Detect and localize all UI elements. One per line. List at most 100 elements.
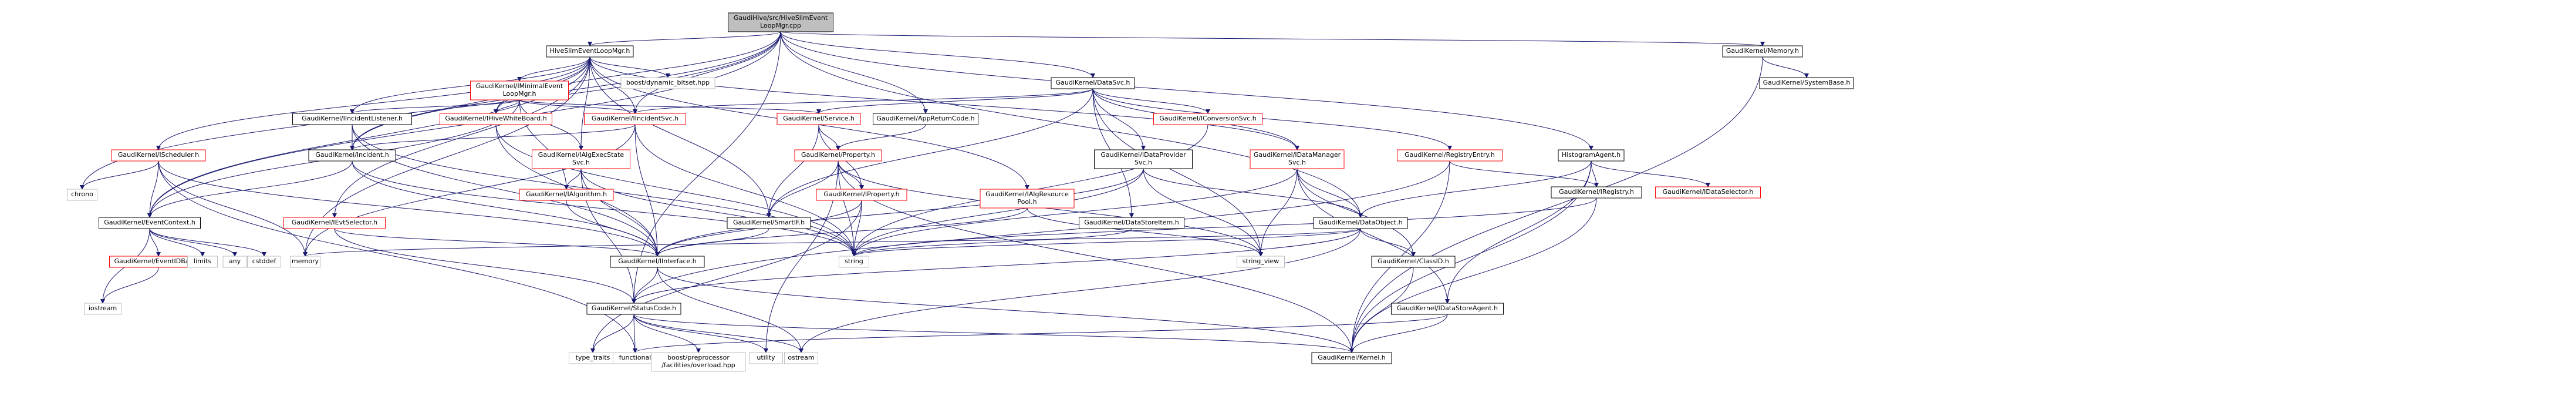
edge-ialgexecstate-to-iinterface bbox=[580, 168, 660, 257]
node-label: GaudiKernel/Property.h bbox=[801, 151, 875, 159]
node-label: GaudiKernel/IDataSelector.h bbox=[1663, 188, 1754, 196]
node-label: string_view bbox=[1243, 257, 1279, 265]
node-dynbitset: boost/dynamic_bitset.hpp bbox=[620, 77, 715, 89]
node-iinterface[interactable]: GaudiKernel/IInterface.h bbox=[610, 256, 705, 268]
node-label: type_traits bbox=[576, 354, 610, 361]
node-statuscode[interactable]: GaudiKernel/StatusCode.h bbox=[586, 303, 681, 315]
node-label: GaudiKernel/EventIDBase.h bbox=[114, 257, 202, 265]
node-cstddef: cstddef bbox=[247, 256, 281, 268]
edge-minimalevent-to-iincidentlistener bbox=[350, 99, 520, 114]
node-ischeduler[interactable]: GaudiKernel/IScheduler.h bbox=[111, 149, 206, 162]
node-box bbox=[1722, 45, 1803, 58]
node-box bbox=[1655, 186, 1761, 199]
edge-memory_h-to-kernel bbox=[1349, 56, 1763, 353]
edge-idataprovider-to-dataobject bbox=[1143, 168, 1363, 218]
edge-root-to-iincidentsvc bbox=[633, 31, 781, 114]
node-iregistry[interactable]: GaudiKernel/IRegistry.h bbox=[1551, 186, 1642, 199]
edge-incident-to-string bbox=[352, 160, 856, 257]
edge-iinterface-to-ostream bbox=[657, 267, 803, 353]
node-box bbox=[519, 189, 614, 201]
node-root[interactable]: GaudiHive/src/HiveSlimEventLoopMgr.cpp bbox=[728, 12, 833, 32]
node-datastoreitem[interactable]: GaudiKernel/DataStoreItem.h bbox=[1079, 217, 1184, 229]
edge-eventcontext-to-ieventdbase bbox=[149, 228, 161, 257]
node-box bbox=[187, 256, 218, 268]
node-appreturncode[interactable]: GaudiKernel/AppReturnCode.h bbox=[873, 113, 978, 125]
node-iproperty[interactable]: GaudiKernel/IProperty.h bbox=[816, 189, 907, 201]
node-iincidentlistener[interactable]: GaudiKernel/IIncidentListener.h bbox=[292, 113, 412, 125]
edge-classid-to-kernel bbox=[1349, 267, 1414, 353]
edge-minimalevent-to-ihivewb bbox=[494, 99, 520, 114]
node-smartif[interactable]: GaudiKernel/SmartIF.h bbox=[727, 217, 811, 229]
edge-datasvc-to-iincidentsvc bbox=[633, 88, 1093, 114]
node-eventcontext[interactable]: GaudiKernel/EventContext.h bbox=[99, 217, 201, 229]
node-chrono: chrono bbox=[67, 189, 97, 201]
node-label: GaudiKernel/IIncidentListener.h bbox=[302, 115, 403, 122]
node-iconversionsvc[interactable]: GaudiKernel/IConversionSvc.h bbox=[1153, 113, 1262, 125]
edge-memory_h-to-systembase bbox=[1762, 56, 1809, 78]
node-service[interactable]: GaudiKernel/Service.h bbox=[776, 113, 861, 125]
node-idataselector[interactable]: GaudiKernel/IDataSelector.h bbox=[1655, 186, 1761, 199]
node-incident[interactable]: GaudiKernel/Incident.h bbox=[308, 149, 396, 162]
edge-property-to-iproperty bbox=[838, 160, 864, 190]
node-label: GaudiKernel/IConversionSvc.h bbox=[1159, 115, 1256, 122]
node-iincidentsvc[interactable]: GaudiKernel/IIncidentSvc.h bbox=[584, 113, 686, 125]
node-datasvc[interactable]: GaudiKernel/DataSvc.h bbox=[1051, 77, 1135, 89]
node-box bbox=[67, 189, 97, 201]
node-idatastoreagent[interactable]: GaudiKernel/IDataStoreAgent.h bbox=[1391, 303, 1504, 315]
node-histoagent[interactable]: HistogramAgent.h bbox=[1558, 149, 1625, 162]
node-box bbox=[749, 352, 783, 364]
edge-root-to-datasvc bbox=[780, 31, 1095, 78]
node-ihivewb[interactable]: GaudiKernel/IHiveWhiteBoard.h bbox=[440, 113, 552, 125]
edge-statuscode-to-overload bbox=[633, 314, 701, 353]
edge-dataobject-to-classid bbox=[1360, 228, 1416, 257]
node-systembase[interactable]: GaudiKernel/SystemBase.h bbox=[1759, 77, 1854, 89]
edge-ialgexecstate-to-ialgorithm bbox=[564, 168, 582, 190]
node-label: LoopMgr.h bbox=[503, 90, 536, 98]
node-ialgorithm[interactable]: GaudiKernel/IAlgorithm.h bbox=[519, 189, 614, 201]
edge-statuscode-to-functional bbox=[632, 314, 637, 353]
edge-idatamanager-to-classid bbox=[1297, 168, 1416, 257]
edge-iincidentsvc-to-iinterface bbox=[634, 124, 660, 257]
node-memory_h[interactable]: GaudiKernel/Memory.h bbox=[1722, 45, 1803, 58]
node-box bbox=[610, 256, 705, 268]
node-box bbox=[980, 189, 1075, 209]
edge-idatamanager-to-idatastoreagent bbox=[1297, 168, 1450, 304]
edge-idatamanager-to-string_view bbox=[1258, 168, 1298, 257]
node-label: ostream bbox=[788, 354, 814, 361]
node-property[interactable]: GaudiKernel/Property.h bbox=[794, 149, 882, 162]
node-hivemgr[interactable]: HiveSlimEventLoopMgr.h bbox=[546, 45, 634, 58]
node-label: GaudiKernel/RegistryEntry.h bbox=[1405, 151, 1495, 159]
node-kernel[interactable]: GaudiKernel/Kernel.h bbox=[1311, 352, 1392, 364]
node-ievtselector[interactable]: GaudiKernel/IEvtSelector.h bbox=[283, 217, 386, 229]
node-box bbox=[532, 149, 630, 169]
node-label: boost/dynamic_bitset.hpp bbox=[626, 79, 710, 86]
node-classid[interactable]: GaudiKernel/ClassID.h bbox=[1371, 256, 1456, 268]
edge-datasvc-to-smartif bbox=[767, 88, 1093, 218]
node-string: string bbox=[839, 256, 869, 268]
edge-ischeduler-to-chrono bbox=[80, 160, 159, 190]
edge-iincidentsvc-to-incident bbox=[350, 124, 636, 150]
node-iregistryentry[interactable]: GaudiKernel/RegistryEntry.h bbox=[1397, 149, 1503, 162]
node-label: GaudiKernel/IScheduler.h bbox=[118, 151, 199, 159]
edge-root-to-histoagent bbox=[780, 31, 1593, 150]
node-dataobject[interactable]: GaudiKernel/DataObject.h bbox=[1313, 217, 1408, 229]
node-label: GaudiKernel/Memory.h bbox=[1726, 47, 1799, 55]
node-label: HistogramAgent.h bbox=[1562, 151, 1620, 159]
node-box bbox=[1079, 217, 1184, 229]
nodes-layer: GaudiHive/src/HiveSlimEventLoopMgr.cppHi… bbox=[67, 12, 1854, 372]
node-box bbox=[794, 149, 882, 162]
node-iostream: iostream bbox=[84, 303, 121, 315]
node-ieventdbase[interactable]: GaudiKernel/EventIDBase.h bbox=[109, 256, 208, 268]
edge-histoagent-to-idataselector bbox=[1591, 160, 1710, 187]
node-label: GaudiKernel/StatusCode.h bbox=[592, 304, 676, 312]
edge-minimalevent-to-service bbox=[519, 99, 821, 114]
node-box bbox=[776, 113, 861, 125]
edge-dataobject-to-statuscode bbox=[632, 228, 1361, 304]
node-box bbox=[620, 77, 715, 89]
node-limits: limits bbox=[187, 256, 218, 268]
